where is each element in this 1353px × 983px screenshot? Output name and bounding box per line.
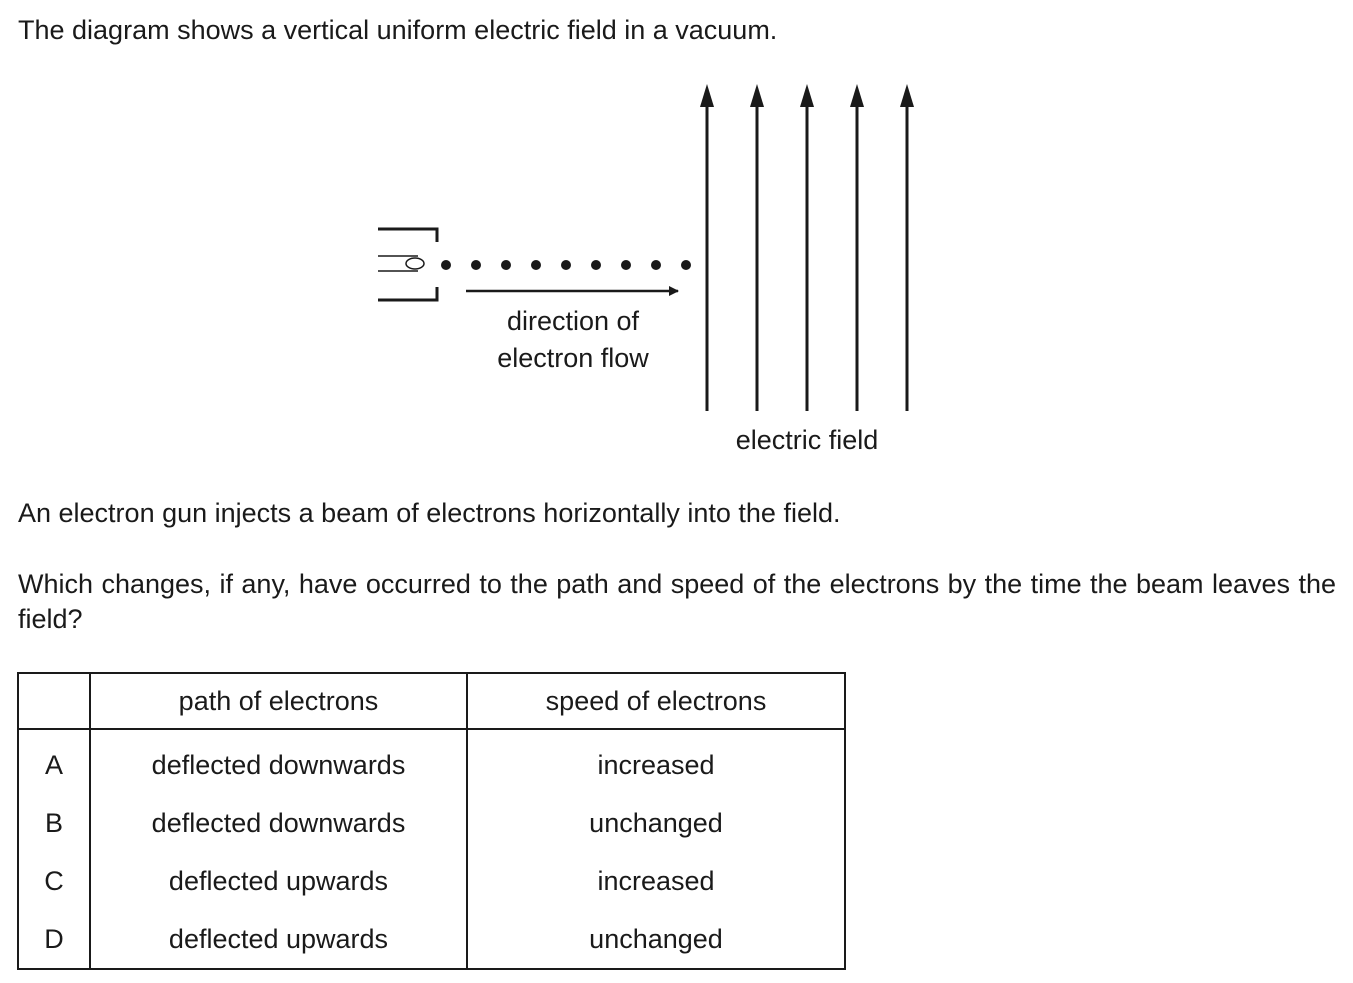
table-row: D deflected upwards unchanged bbox=[17, 910, 846, 969]
electron-dot bbox=[531, 260, 541, 270]
electron-dot bbox=[621, 260, 631, 270]
electron-dot bbox=[561, 260, 571, 270]
intro-text: The diagram shows a vertical uniform ele… bbox=[18, 15, 778, 45]
question-text: Which changes, if any, have occurred to … bbox=[18, 569, 1336, 634]
field-line-arrowhead bbox=[850, 84, 864, 107]
electron-dot bbox=[591, 260, 601, 270]
electric-field-diagram: direction of electron flow electric fiel… bbox=[378, 84, 914, 455]
table-row: B deflected downwards unchanged bbox=[17, 794, 846, 852]
option-speed: unchanged bbox=[466, 794, 846, 852]
flow-label-line2: electron flow bbox=[497, 343, 649, 373]
table-row: C deflected upwards increased bbox=[17, 852, 846, 910]
field-line-arrowhead bbox=[900, 84, 914, 107]
table-row: A deflected downwards increased bbox=[17, 729, 846, 794]
field-line-arrowhead bbox=[700, 84, 714, 107]
electron-dot bbox=[501, 260, 511, 270]
electron-gun-text: An electron gun injects a beam of electr… bbox=[18, 498, 841, 528]
electron-dot bbox=[471, 260, 481, 270]
option-path: deflected downwards bbox=[89, 729, 468, 794]
header-path: path of electrons bbox=[89, 673, 468, 730]
option-path: deflected upwards bbox=[89, 852, 468, 910]
option-path: deflected upwards bbox=[89, 910, 468, 969]
answer-options-table: path of electrons speed of electrons A d… bbox=[17, 672, 846, 970]
electron-beam bbox=[441, 260, 691, 270]
header-speed: speed of electrons bbox=[466, 673, 846, 730]
electron-dot bbox=[651, 260, 661, 270]
field-line-arrowhead bbox=[800, 84, 814, 107]
electron-dot bbox=[441, 260, 451, 270]
electron-gun bbox=[378, 227, 439, 302]
electron-dot bbox=[681, 260, 691, 270]
field-label: electric field bbox=[736, 425, 879, 455]
option-speed: increased bbox=[466, 729, 846, 794]
option-path: deflected downwards bbox=[89, 794, 468, 852]
option-speed: increased bbox=[466, 852, 846, 910]
option-letter: D bbox=[17, 910, 91, 969]
header-letter bbox=[17, 673, 91, 730]
field-line-arrowhead bbox=[750, 84, 764, 107]
flow-label-line1: direction of bbox=[507, 306, 640, 336]
option-letter: A bbox=[17, 729, 91, 794]
option-speed: unchanged bbox=[466, 910, 846, 969]
table-header-row: path of electrons speed of electrons bbox=[17, 673, 846, 730]
electric-field-lines bbox=[700, 84, 914, 411]
option-letter: B bbox=[17, 794, 91, 852]
option-letter: C bbox=[17, 852, 91, 910]
